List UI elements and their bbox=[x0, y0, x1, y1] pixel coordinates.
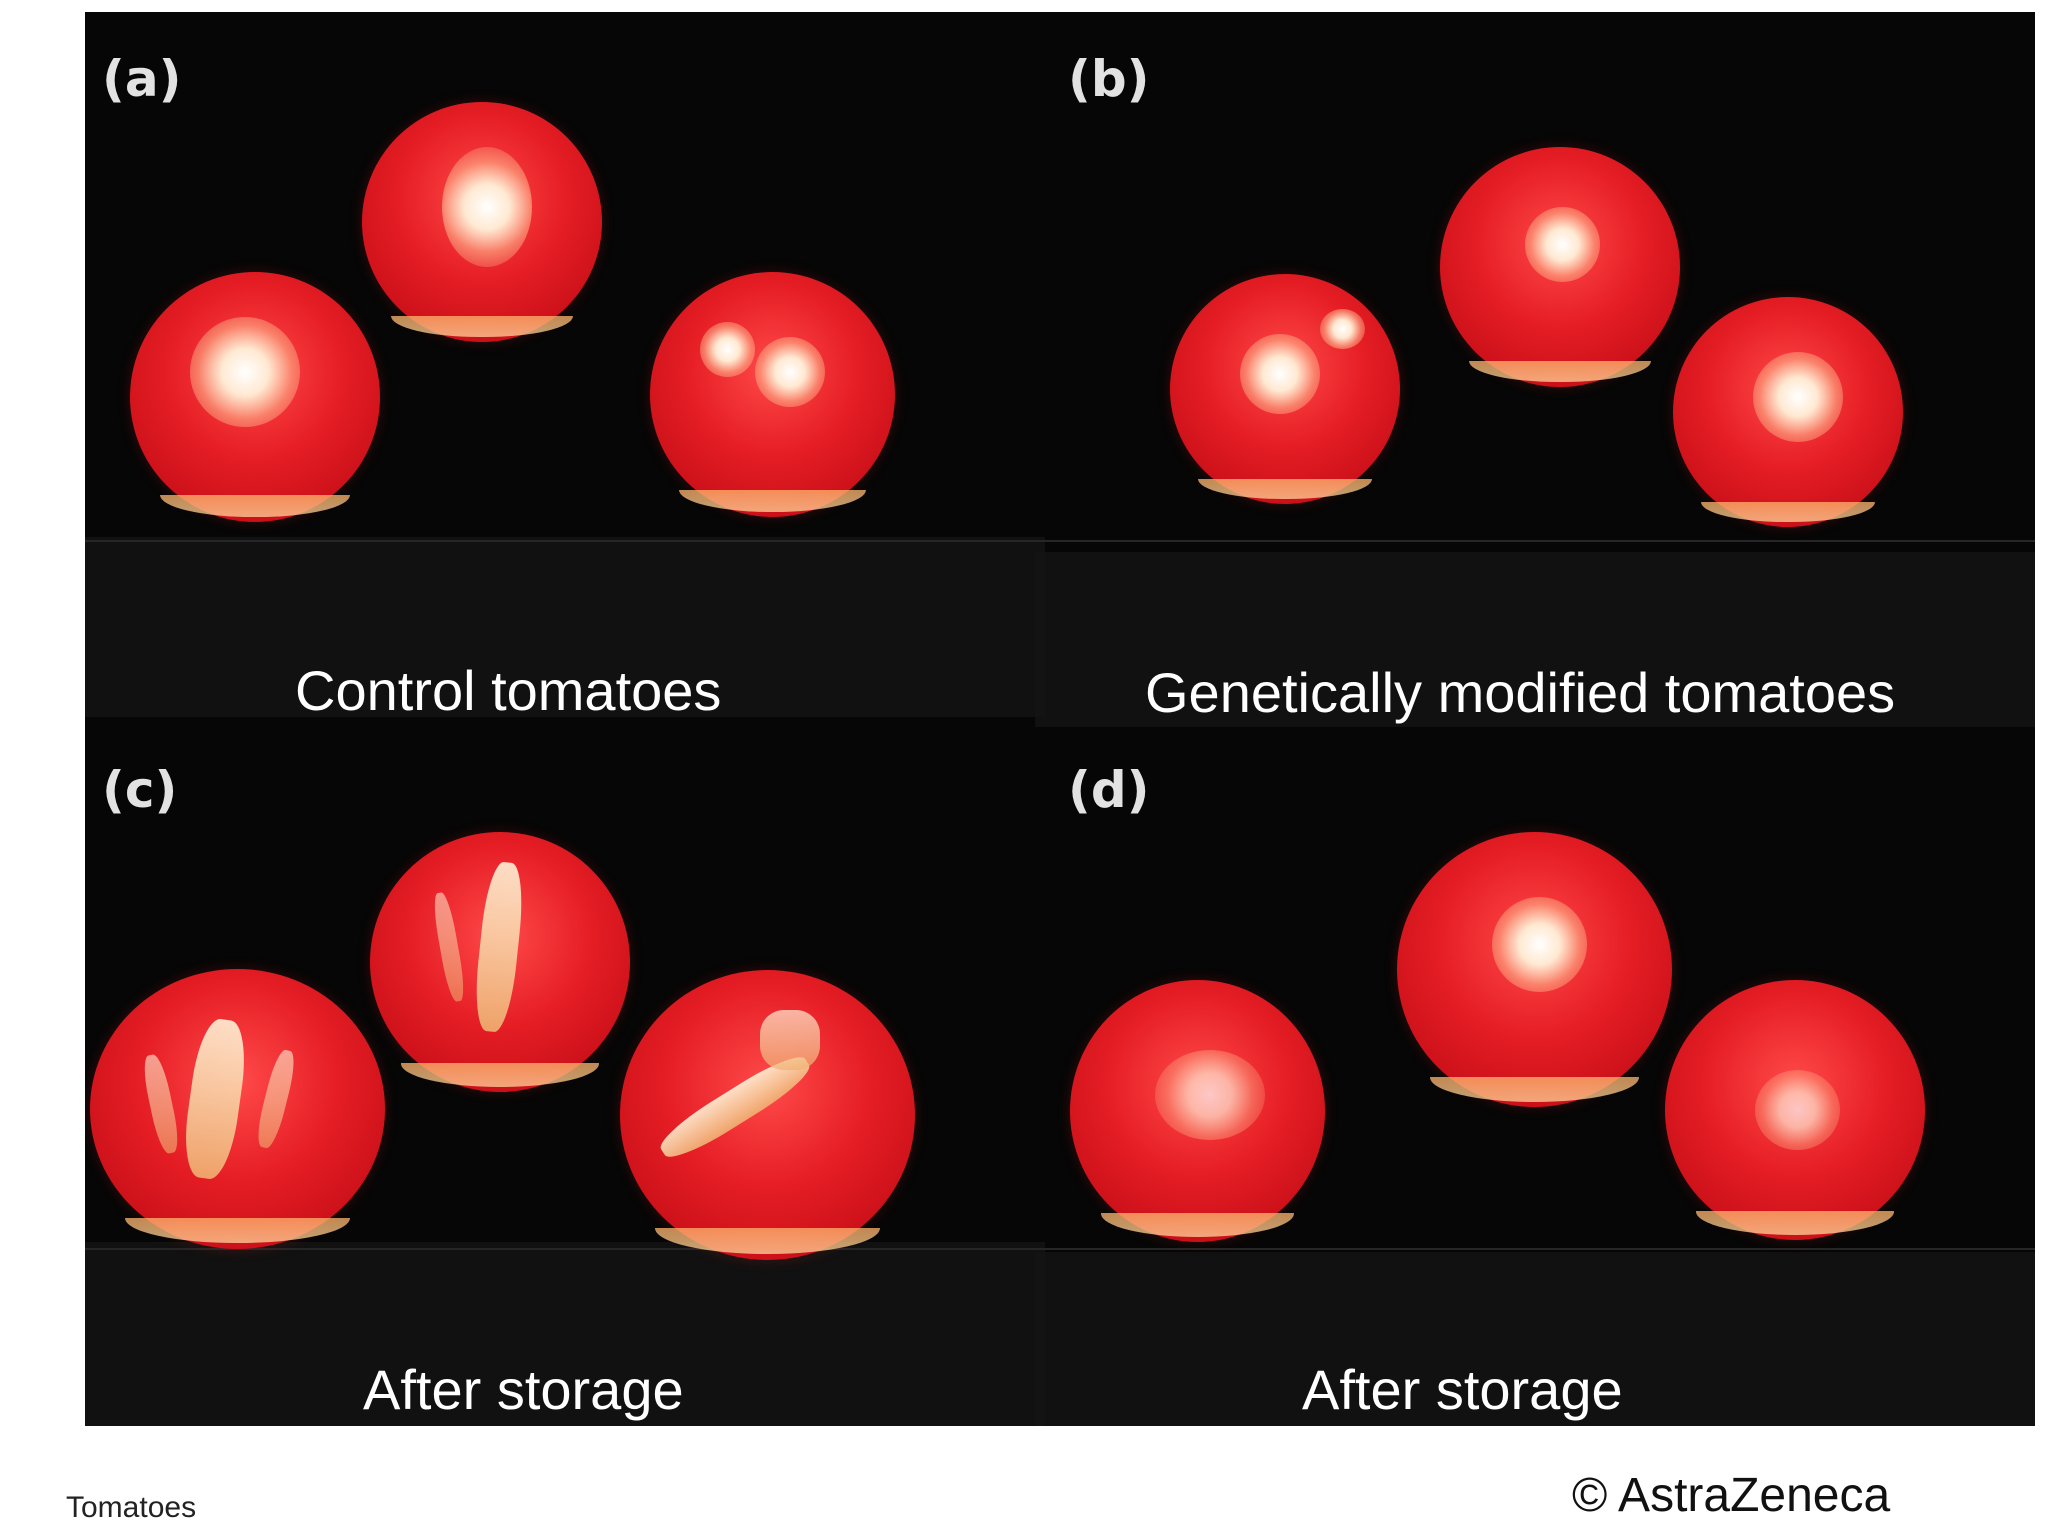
highlight bbox=[1525, 207, 1600, 282]
panel-label-c: (c) bbox=[102, 761, 178, 819]
tomato bbox=[362, 102, 602, 342]
caption-genetically-modified-tomatoes: Genetically modified tomatoes bbox=[1145, 661, 1896, 724]
shelf-top-left bbox=[85, 537, 1045, 717]
tomato bbox=[1170, 274, 1400, 504]
highlight bbox=[1155, 1050, 1265, 1140]
highlight bbox=[190, 317, 300, 427]
skin-crack bbox=[471, 860, 527, 1034]
panel-label-b: (b) bbox=[1068, 50, 1150, 108]
highlight bbox=[755, 337, 825, 407]
tomato-damaged bbox=[620, 970, 915, 1260]
caption-after-storage-d: After storage bbox=[1302, 1358, 1623, 1421]
tomato bbox=[1397, 832, 1672, 1107]
tomato-comparison-photo: (a) (b) (c) (d) bbox=[85, 12, 2035, 1426]
shelf-bottom-right bbox=[1035, 1252, 2035, 1426]
shelf-edge bbox=[85, 1248, 2035, 1250]
tomato bbox=[650, 272, 895, 517]
tomato bbox=[1665, 980, 1925, 1240]
caption-control-tomatoes: Control tomatoes bbox=[295, 659, 722, 722]
shelf-top-right bbox=[1035, 552, 2035, 727]
highlight bbox=[1320, 309, 1365, 349]
highlight bbox=[442, 147, 532, 267]
highlight bbox=[1240, 334, 1320, 414]
tomato bbox=[1070, 980, 1325, 1242]
copyright-notice: © AstraZeneca bbox=[1572, 1469, 1891, 1522]
panel-label-d: (d) bbox=[1068, 761, 1150, 819]
skin-crack bbox=[253, 1047, 299, 1151]
tomato bbox=[1440, 147, 1680, 387]
skin-crack bbox=[430, 891, 468, 1003]
caption-after-storage-c: After storage bbox=[363, 1358, 684, 1421]
tomato bbox=[1673, 297, 1903, 527]
slide-footer-label: Tomatoes bbox=[66, 1491, 197, 1524]
tomato bbox=[130, 272, 380, 522]
highlight bbox=[1753, 352, 1843, 442]
highlight bbox=[700, 322, 755, 377]
tomato-damaged bbox=[370, 832, 630, 1092]
highlight bbox=[1755, 1070, 1840, 1150]
skin-crack bbox=[760, 1010, 820, 1070]
highlight bbox=[1492, 897, 1587, 992]
panel-label-a: (a) bbox=[102, 50, 182, 108]
shelf-bottom-left bbox=[85, 1242, 1045, 1426]
skin-crack bbox=[139, 1052, 183, 1156]
skin-crack bbox=[179, 1016, 251, 1182]
shelf-edge bbox=[85, 540, 2035, 542]
tomato-damaged bbox=[90, 969, 385, 1249]
